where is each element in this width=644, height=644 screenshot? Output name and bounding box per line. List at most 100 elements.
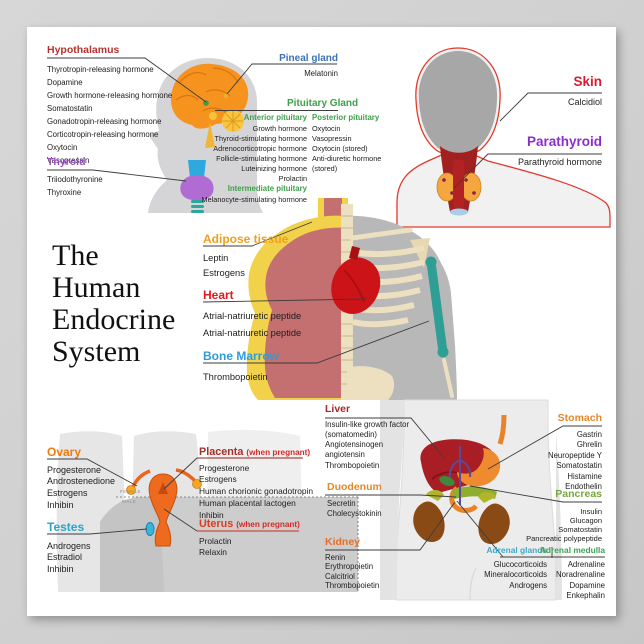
hormone: Estradiol bbox=[47, 552, 83, 563]
hormone: Histamine bbox=[567, 471, 602, 481]
bone-marrow-hormones: Thrombopoietin bbox=[203, 371, 279, 383]
intermediate-hormones: Melanocyte-stimulating hormone bbox=[172, 195, 307, 205]
uterus-title: Uterus bbox=[199, 518, 234, 530]
section-liver: Liver Insulin-like growth factor (somato… bbox=[325, 403, 415, 471]
hormone: Ghrelin bbox=[576, 440, 602, 449]
hormone: Enkephalin bbox=[566, 591, 605, 601]
uterus-note: (when pregnant) bbox=[236, 520, 300, 529]
hormone: Angiotensinogen bbox=[325, 440, 384, 450]
hormone: Oxytocin bbox=[312, 124, 341, 133]
hormone: Anti-diuretic hormone (stored) bbox=[312, 154, 382, 173]
hormone: Human chorionic gonadotropin bbox=[199, 486, 314, 497]
hormone: Estrogens bbox=[47, 487, 88, 498]
male-label: MALE bbox=[122, 499, 137, 504]
hormone: Prolactin bbox=[278, 174, 307, 183]
hormone: Atrial-natriuretic peptide bbox=[203, 327, 302, 338]
intermediate-pituitary-title: Intermediate pituitary bbox=[227, 184, 307, 193]
liver-hormones: Insulin-like growth factor (somatomedin)… bbox=[325, 420, 415, 471]
liver-title: Liver bbox=[325, 403, 351, 415]
title-line: System bbox=[52, 335, 141, 368]
hormone: Inhibin bbox=[199, 509, 224, 520]
skin-title: Skin bbox=[573, 74, 602, 89]
hormone: Renin bbox=[325, 553, 346, 562]
hormone: Erythropoietin bbox=[325, 562, 374, 572]
thyroid-title: Thyroid bbox=[47, 156, 86, 168]
hormone: Human placental lactogen bbox=[199, 497, 296, 508]
hormone: Neuropeptide Y bbox=[547, 450, 602, 460]
hormone: Vasopressin bbox=[47, 155, 90, 165]
pineal-hormones: Melatonin bbox=[250, 68, 338, 79]
hormone: Somatostatin bbox=[556, 461, 602, 470]
hormone: angiotensin bbox=[325, 450, 365, 460]
hormone: Cholecystokinin bbox=[327, 509, 382, 519]
hormone: Parathyroid hormone bbox=[517, 157, 602, 167]
hormone: Thyroxine bbox=[47, 187, 82, 197]
title-line: Human bbox=[52, 271, 141, 304]
hormone: Glucocorticoids bbox=[493, 560, 547, 569]
stomach-title: Stomach bbox=[557, 412, 602, 424]
placenta-note: (when pregnant) bbox=[246, 448, 311, 457]
hormone: Inhibin bbox=[47, 499, 74, 510]
posterior-pituitary-title: Posterior pituitary bbox=[312, 113, 380, 122]
section-parathyroid: Parathyroid Parathyroid hormone bbox=[488, 134, 602, 168]
hormone: Corticotropin-releasing hormone bbox=[47, 129, 159, 139]
placenta-title: Placenta bbox=[199, 446, 244, 458]
hormone: Endothelin bbox=[565, 482, 602, 491]
hormone: Oxytocin bbox=[47, 142, 78, 152]
pituitary-title: Pituitary Gland bbox=[287, 98, 359, 109]
duodenum-title: Duodenum bbox=[327, 481, 382, 493]
hormone: Calcidiol bbox=[567, 96, 602, 107]
title-line: Endocrine bbox=[52, 303, 176, 336]
testes-title: Testes bbox=[47, 520, 85, 534]
hormone: Mineralocorticoids bbox=[484, 570, 547, 580]
parathyroid-hormones: Parathyroid hormone bbox=[488, 156, 602, 168]
hormone: Thrombopoietin bbox=[325, 580, 380, 590]
section-pituitary: Pituitary Gland bbox=[287, 98, 358, 109]
pineal-title: Pineal gland bbox=[279, 53, 338, 64]
hormone: Luteinizing hormone bbox=[241, 164, 307, 173]
hormone: Progesterone bbox=[47, 464, 102, 475]
hormone: Oxytocin (stored) bbox=[312, 144, 368, 153]
adrenal-medulla-title: Adrenal medulla bbox=[539, 545, 605, 555]
hormone: Relaxin bbox=[199, 547, 227, 557]
section-bone-marrow: Bone Marrow Thrombopoietin bbox=[203, 349, 279, 383]
hormone: Thrombopoietin bbox=[325, 460, 380, 470]
hormone: Atrial-natriuretic peptide bbox=[203, 311, 302, 321]
adipose-title: Adipose tissue bbox=[203, 232, 289, 246]
bone-marrow-title: Bone Marrow bbox=[203, 349, 280, 363]
hormone: Progesterone bbox=[199, 462, 250, 473]
hormone: Androstenedione bbox=[47, 476, 116, 487]
hormone: Dopamine bbox=[569, 580, 605, 590]
hormone: Somatostatin bbox=[47, 103, 93, 113]
hormone: Estrogens bbox=[199, 474, 237, 485]
hormone: Adrenocorticotropic hormone bbox=[213, 144, 307, 153]
pancreas-title: Pancreas bbox=[555, 488, 602, 500]
section-pineal: Pineal gland Melatonin bbox=[250, 53, 338, 79]
hormone: Somatostatin bbox=[558, 525, 602, 534]
hormone: Insulin-like growth factor (somatomedin) bbox=[325, 419, 410, 439]
